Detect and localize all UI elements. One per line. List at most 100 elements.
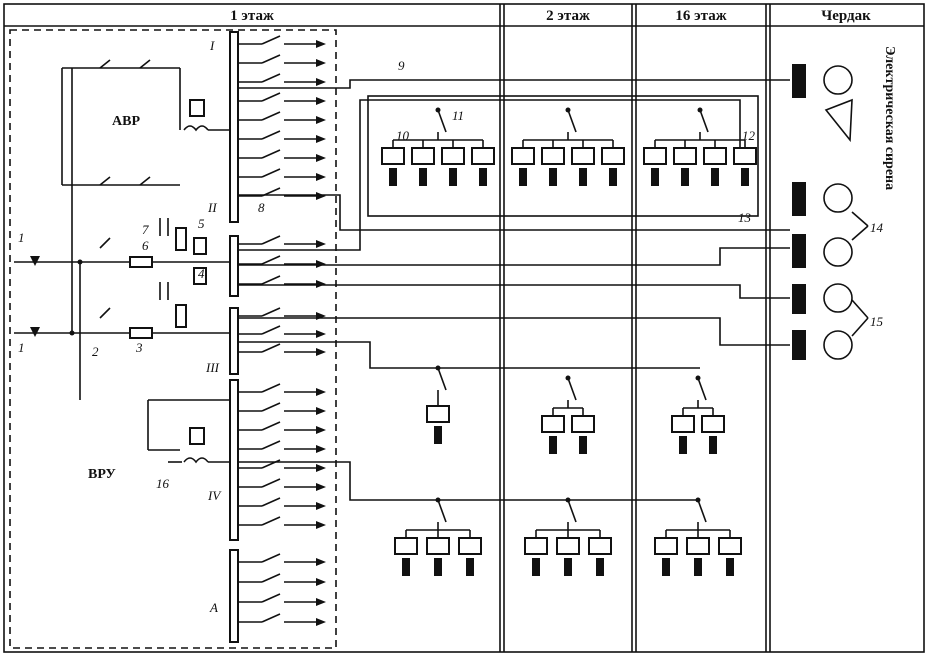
feeder-arrow <box>316 618 326 626</box>
feeder-switch <box>261 235 281 245</box>
feeder-arrow <box>316 348 326 356</box>
feeder-arrow <box>316 40 326 48</box>
upper-group-1-fixture <box>411 147 435 165</box>
upper-group-3-fixture <box>643 147 667 165</box>
low-group-2-fixture <box>556 537 580 555</box>
low-group-2-fixture <box>524 537 548 555</box>
feeder-switch <box>261 593 281 603</box>
feeder-switch <box>261 325 281 335</box>
mid-group-1-lamp <box>434 426 442 444</box>
upper-group-1-lamp <box>479 168 487 186</box>
mid-group-2-lamp <box>549 436 557 454</box>
feeder-arrow <box>316 388 326 396</box>
low-group-3-fixture <box>718 537 742 555</box>
feeder-arrow <box>316 578 326 586</box>
mid-group-3-lamp <box>709 436 717 454</box>
feeder-switch <box>261 54 281 64</box>
callout-9: 9 <box>398 58 405 73</box>
feeder-arrow <box>316 260 326 268</box>
low-group-1-lamp <box>466 558 474 576</box>
header-floor2: 2 этаж <box>546 8 590 24</box>
upper-group-1-switch <box>437 109 447 133</box>
feeder-switch <box>261 613 281 623</box>
attic-devices: 14 15 Электрическая сирена <box>792 46 897 360</box>
feeder-arrow <box>316 407 326 415</box>
mid-group-2-fixture <box>541 415 565 433</box>
upper-group-3-fixture <box>703 147 727 165</box>
callout-5: 5 <box>198 216 205 231</box>
feeder-arrow <box>316 280 326 288</box>
trunks: 9 8 <box>238 58 790 501</box>
low-group-3-fixture <box>686 537 710 555</box>
frame <box>3 3 925 653</box>
upper-group-2-fixture <box>571 147 595 165</box>
upper-group-2-lamp <box>549 168 557 186</box>
feeder-arrow <box>316 464 326 472</box>
low-group-1-lamp <box>434 558 442 576</box>
upper-group-3-lamp <box>711 168 719 186</box>
feeder-switch <box>261 73 281 83</box>
low-group-3-lamp <box>662 558 670 576</box>
avr-block: АВР <box>61 59 232 186</box>
feeder-arrow <box>316 59 326 67</box>
feeder-arrow <box>316 483 326 491</box>
upper-group-1-fixture <box>471 147 495 165</box>
callout-14: 14 <box>870 220 884 235</box>
upper-group-1-lamp <box>419 168 427 186</box>
buses: I II III IV А <box>205 31 239 643</box>
feeder-arrow <box>316 445 326 453</box>
feeder-arrow <box>316 330 326 338</box>
bus-4 <box>229 379 239 541</box>
upper-group-3-fixture <box>673 147 697 165</box>
feeder-switch <box>261 497 281 507</box>
low-group-1-fixture <box>426 537 450 555</box>
feeder-arrow <box>316 502 326 510</box>
bus-label-2: II <box>207 200 217 215</box>
low-group-2-lamp <box>532 558 540 576</box>
bus-label-3: III <box>205 360 220 375</box>
callout-3: 3 <box>135 340 143 355</box>
low-group-3-switch <box>697 499 707 523</box>
callout-13: 13 <box>738 210 752 225</box>
header-floor1: 1 этаж <box>230 8 274 24</box>
feeder-switch <box>261 440 281 450</box>
feeder-arrow <box>316 426 326 434</box>
bus-label-4: IV <box>207 488 222 503</box>
upper-group-2-lamp <box>609 168 617 186</box>
mid-group-3-lamp <box>679 436 687 454</box>
callout-7: 7 <box>142 222 149 237</box>
feeder-switch <box>261 478 281 488</box>
feeders <box>238 35 326 626</box>
callout-15: 15 <box>870 314 884 329</box>
upper-group-2-switch <box>567 109 577 133</box>
input-lines: 1 1 <box>14 68 232 400</box>
feeder-switch <box>261 149 281 159</box>
upper-group-3-lamp <box>741 168 749 186</box>
upper-group-2-fixture <box>541 147 565 165</box>
feeder-arrow <box>316 116 326 124</box>
feeder-switch <box>261 35 281 45</box>
callout-16: 16 <box>156 476 170 491</box>
feeder-arrow <box>316 78 326 86</box>
mid-group-2-lamp <box>579 436 587 454</box>
feeder-arrow <box>316 97 326 105</box>
feeder-switch <box>261 111 281 121</box>
feeder-switch <box>261 421 281 431</box>
header-floor16: 16 этаж <box>675 8 726 24</box>
upper-group-2-lamp <box>519 168 527 186</box>
mid-group-2-fixture <box>571 415 595 433</box>
low-group-2-lamp <box>564 558 572 576</box>
bus-3 <box>229 307 239 375</box>
upper-group-1-lamp <box>389 168 397 186</box>
low-group-2-lamp <box>596 558 604 576</box>
upper-group-2-lamp <box>579 168 587 186</box>
upper-group-2-fixture <box>601 147 625 165</box>
feeder-arrow <box>316 240 326 248</box>
bus-label-a: А <box>209 600 218 615</box>
low-group-3-lamp <box>694 558 702 576</box>
callout-11: 11 <box>452 108 464 123</box>
feeder-switch <box>261 553 281 563</box>
upper-group-2-fixture <box>511 147 535 165</box>
feeder-arrow <box>316 135 326 143</box>
callout-6: 6 <box>142 238 149 253</box>
